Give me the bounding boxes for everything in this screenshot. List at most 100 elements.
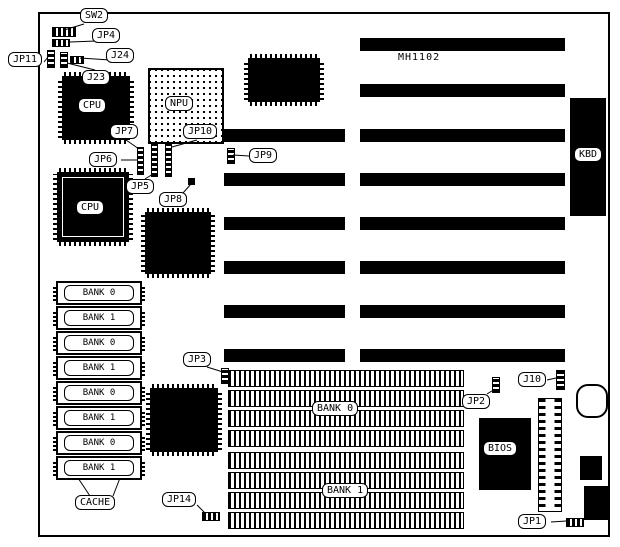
isa-slot (224, 217, 345, 230)
isa-slot (224, 261, 345, 274)
qfp-chip-top (244, 54, 324, 106)
qfp-top-pins-right-icon (320, 60, 324, 100)
jp14-jumper (202, 512, 220, 521)
qfp-mid-pins-top-icon (147, 208, 209, 212)
qfp-mid-pins-bottom-icon (147, 274, 209, 278)
callout-j23: J23 (82, 70, 111, 85)
callout-jp3: JP3 (183, 352, 212, 367)
cpu2-pins-left-icon (53, 174, 57, 240)
cache-chip: BANK 0 (53, 381, 145, 405)
callout-jp5: JP5 (126, 179, 155, 194)
callout-jp8: JP8 (159, 192, 188, 207)
cache-chip-label: BANK 1 (64, 460, 134, 476)
cpu2-die-outline (62, 177, 124, 237)
simm-socket (228, 512, 464, 529)
cache-chip: BANK 1 (53, 356, 145, 380)
kbd-label: KBD (574, 147, 603, 162)
board-model-text: MH1102 (398, 52, 441, 63)
cpu2-pins-top-icon (59, 168, 127, 172)
jp11-jumper (47, 50, 55, 68)
cpu2-label: CPU (76, 200, 105, 215)
edge-component-large (584, 486, 608, 520)
j24-jumper (70, 56, 84, 64)
callout-jp7: JP7 (110, 124, 139, 139)
isa-slot (224, 173, 345, 186)
qfp-chip-mid (141, 208, 215, 278)
cpu2-pins-right-icon (129, 174, 133, 240)
cache-chip-label: BANK 0 (64, 435, 134, 451)
j23-jumper (60, 52, 68, 68)
callout-jp10: JP10 (183, 124, 218, 139)
isa-slot (224, 305, 345, 318)
cache-chip-label: BANK 1 (64, 360, 134, 376)
qfp-bot-pins-top-icon (152, 384, 216, 388)
isa-slot (360, 84, 565, 97)
isa-slot (360, 129, 565, 142)
cache-chip: BANK 1 (53, 456, 145, 480)
jp6-jumper (137, 147, 144, 175)
simm-bank0-label: BANK 0 (312, 401, 359, 416)
callout-jp1: JP1 (518, 514, 547, 529)
isa-slot (224, 129, 345, 142)
callout-cache: CACHE (75, 495, 116, 510)
callout-jp11: JP11 (8, 52, 43, 67)
callout-jp4: JP4 (92, 28, 121, 43)
cpu1-chip (58, 72, 134, 144)
cache-chip-label: BANK 0 (64, 385, 134, 401)
cpu2-pins-bottom-icon (59, 242, 127, 246)
callout-jp9: JP9 (249, 148, 278, 163)
edge-component-small (580, 456, 602, 480)
jp3-jumper (221, 368, 229, 384)
simm-socket (228, 370, 464, 387)
jp1-jumper (566, 518, 584, 527)
qfp-chip-bottom (146, 384, 222, 456)
cpu1-pins-left-icon (58, 78, 62, 138)
cache-chip: BANK 0 (53, 331, 145, 355)
cache-chip-label: BANK 0 (64, 285, 134, 301)
callout-j10: J10 (518, 372, 547, 387)
bios-label: BIOS (483, 441, 518, 456)
qfp-top-pins-left-icon (244, 60, 248, 100)
sw2-dip-switch (52, 27, 76, 37)
cache-chip-label: BANK 1 (64, 310, 134, 326)
isa-slot (360, 217, 565, 230)
qfp-bot-pins-right-icon (218, 390, 222, 450)
edge-connector-oval (576, 384, 608, 418)
jp9-jumper (227, 148, 235, 164)
isa-slot (224, 349, 345, 362)
cache-chip: BANK 1 (53, 406, 145, 430)
callout-j24: J24 (106, 48, 135, 63)
callout-jp2: JP2 (462, 394, 491, 409)
jp2-jumper (492, 377, 500, 393)
jp4-jumper (52, 39, 70, 47)
cache-chip: BANK 0 (53, 281, 145, 305)
isa-slot (360, 305, 565, 318)
qfp-bot-pins-left-icon (146, 390, 150, 450)
cache-chip-label: BANK 0 (64, 335, 134, 351)
isa-slot (360, 349, 565, 362)
qfp-top-pins-bottom-icon (250, 102, 318, 106)
callout-jp14: JP14 (162, 492, 197, 507)
callout-jp6: JP6 (89, 152, 118, 167)
cache-chip-label: BANK 1 (64, 410, 134, 426)
cpu1-label: CPU (78, 98, 107, 113)
isa-slot (360, 38, 565, 51)
cpu1-pins-bottom-icon (64, 140, 128, 144)
simm-socket (228, 430, 464, 447)
isa-slot (360, 261, 565, 274)
qfp-top-pins-top-icon (250, 54, 318, 58)
jp10-jumper (165, 143, 172, 177)
npu-label: NPU (165, 96, 194, 111)
cache-chip: BANK 1 (53, 306, 145, 330)
simm-socket (228, 452, 464, 469)
board-outline (38, 12, 610, 537)
j10-connector (556, 370, 565, 390)
simm-bank1-label: BANK 1 (322, 483, 369, 498)
qfp-mid-pins-left-icon (141, 214, 145, 272)
qfp-bot-pins-bottom-icon (152, 452, 216, 456)
jp8-jumper (188, 178, 195, 185)
cpu1-pins-right-icon (130, 78, 134, 138)
isa-slot (360, 173, 565, 186)
power-connector (538, 398, 562, 512)
